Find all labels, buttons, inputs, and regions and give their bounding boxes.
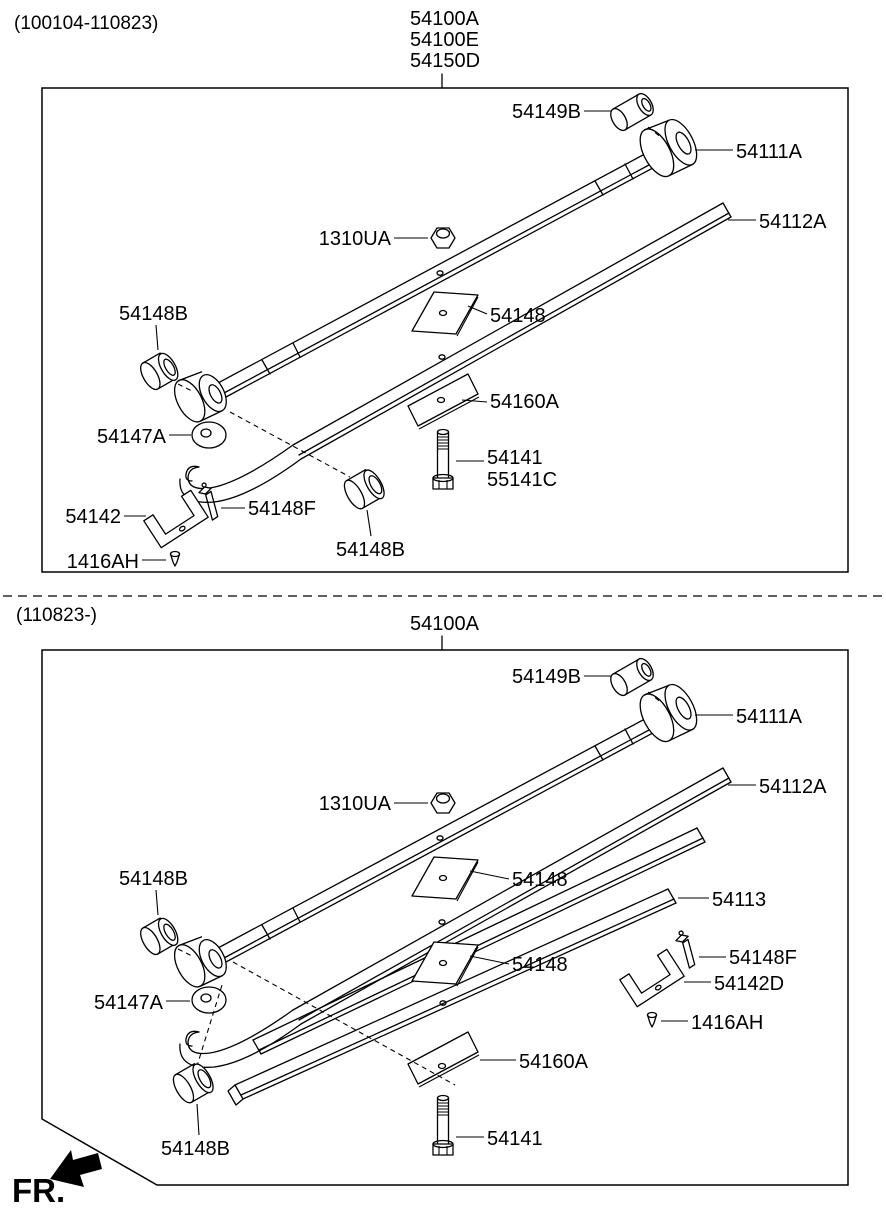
part-label: 54111A [736, 141, 803, 163]
callout-54112A: 54112A [728, 211, 827, 233]
bottom-bracket-54142D [619, 948, 685, 1008]
part-label: 54148 [512, 954, 568, 976]
part-label: 54113 [712, 889, 766, 911]
assembly-code: 54100A [410, 613, 480, 635]
part-label: 54112A [759, 776, 827, 798]
callout-54148: 54148 [467, 305, 546, 327]
callout-1416AH: 1416AH [661, 1012, 763, 1034]
part-label: 54148F [248, 498, 316, 520]
top-pin-1416AH [169, 550, 181, 567]
part-label: 54148B [119, 868, 188, 890]
part-label: 54149B [512, 666, 581, 688]
callout-54149B: 54149B [512, 666, 611, 688]
part-label: 54147A [94, 992, 164, 1014]
part-label: 54149B [512, 101, 581, 123]
bottom-spring-assembly [136, 655, 732, 1068]
part-label: 1310UA [319, 228, 392, 250]
callout-54148B-rear: 54148B [336, 509, 405, 561]
callout-54112A: 54112A [728, 776, 827, 798]
part-label: 54142 [65, 506, 121, 528]
callout-54142: 54142 [65, 506, 146, 528]
part-label: 54148B [336, 539, 405, 561]
bottom-assembly-codes: 54100A [410, 613, 480, 651]
callout-54147A: 54147A [94, 992, 190, 1014]
assembly-code: 54100E [410, 29, 479, 51]
callout-54148F: 54148F [699, 947, 797, 969]
callout-54148B-front: 54148B [119, 868, 188, 916]
callout-54113: 54113 [678, 889, 766, 911]
callout-54141-55141C: 54141 55141C [456, 447, 557, 491]
top-bracket-54142 [143, 489, 209, 549]
top-bushing-54148B-rear [339, 465, 389, 514]
callout-1310UA: 1310UA [319, 228, 428, 250]
top-panel-border [41, 87, 849, 573]
part-label: 54148B [161, 1138, 230, 1160]
callout-54147A: 54147A [97, 426, 191, 448]
part-label: 54141 [487, 1128, 543, 1150]
leaf-54113 [227, 888, 677, 1106]
bottom-range-label: (110823-) [16, 605, 97, 626]
assembly-code: 54150D [410, 50, 480, 72]
bottom-pin-1416AH [646, 1011, 658, 1028]
part-label: 1416AH [67, 551, 139, 573]
callout-54148-lower: 54148 [469, 954, 568, 976]
callout-54111A: 54111A [695, 141, 803, 163]
part-label: 54148 [490, 305, 546, 327]
part-label: 1416AH [691, 1012, 763, 1034]
part-label: 54111A [736, 706, 803, 728]
callout-54160A: 54160A [461, 391, 560, 413]
bottom-panel: (110823-) 54100A [16, 605, 849, 1186]
top-assembly-codes: 54100A 54100E 54150D [410, 8, 480, 89]
callout-54142D: 54142D [684, 973, 784, 995]
part-label: 54148F [729, 947, 797, 969]
callout-54141: 54141 [456, 1128, 543, 1150]
callout-1310UA: 1310UA [319, 793, 428, 815]
part-label: 1310UA [319, 793, 392, 815]
part-label: 54160A [519, 1051, 589, 1073]
part-label: 54142D [714, 973, 784, 995]
bottom-pad-54148-lower [411, 941, 479, 987]
bottom-panel-border [41, 649, 849, 1186]
callout-54148B-lower: 54148B [161, 1103, 230, 1160]
top-panel: (100104-110823) 54100A 54100E 54150D 541… [14, 8, 849, 573]
bottom-clip-54148F [673, 928, 697, 971]
callout-54148-upper: 54148 [469, 869, 568, 891]
fr-direction: FR. [12, 1150, 102, 1209]
top-pad-54160A [407, 373, 480, 430]
part-label: 54141 [487, 447, 543, 469]
fr-direction-arrow [50, 1150, 102, 1187]
part-label: 54147A [97, 426, 167, 448]
callout-54148B-front: 54148B [119, 303, 188, 351]
top-range-label: (100104-110823) [14, 13, 158, 34]
bottom-center-bolt-54141 [432, 1094, 454, 1156]
callout-54148F: 54148F [221, 498, 316, 520]
callout-1416AH: 1416AH [67, 551, 166, 573]
fr-label: FR. [12, 1172, 65, 1209]
callout-54149B: 54149B [512, 101, 611, 123]
bottom-pad-54160A [407, 1031, 480, 1088]
part-label: 54160A [490, 391, 560, 413]
part-label: 55141C [487, 469, 557, 491]
part-label: 54148B [119, 303, 188, 325]
callout-54160A: 54160A [480, 1051, 589, 1073]
part-label: 54148 [512, 869, 568, 891]
leaf-extra [252, 827, 706, 1055]
part-label: 54112A [759, 211, 827, 233]
callout-54111A: 54111A [695, 706, 803, 728]
top-spring-assembly [136, 90, 732, 503]
assembly-code: 54100A [410, 8, 480, 30]
top-center-bolt-54141 [432, 428, 454, 490]
